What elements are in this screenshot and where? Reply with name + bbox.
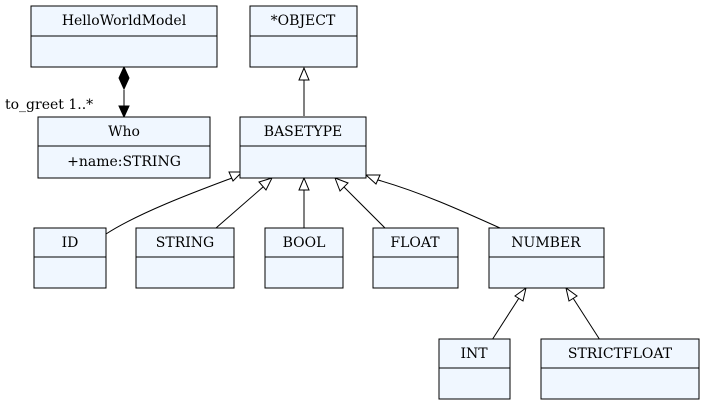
inheritance-basetype-object [298,66,310,116]
class-strictfloat: STRICTFLOAT [540,338,700,400]
composition-edge [118,65,130,119]
class-basetype: BASETYPE [239,116,367,179]
composition-arrowhead [118,105,130,119]
class-int: INT [438,338,511,400]
class-string: STRING [135,227,235,289]
class-name: FLOAT [390,235,440,251]
class-name: BASETYPE [264,124,342,140]
class-name: STRICTFLOAT [568,346,673,362]
composition-diamond [118,65,130,91]
inheritance-float-basetype [334,177,386,229]
class-name: *OBJECT [271,13,336,29]
inheritance-bool-basetype [298,176,310,228]
inheritance-int-number [491,286,527,341]
inheritance-string-basetype [215,177,273,229]
class-number: NUMBER [488,227,605,289]
class-name: INT [460,346,488,362]
class-bool: BOOL [264,227,344,289]
class-who: Who +name:STRING [37,116,211,179]
class-attribute: +name:STRING [67,154,181,170]
class-name: NUMBER [511,235,581,251]
class-float: FLOAT [372,227,459,289]
class-name: BOOL [283,235,326,251]
class-helloworldmodel: HelloWorldModel [30,5,218,68]
inheritance-strictfloat-number [565,286,601,341]
inheritance-number-basetype [364,174,501,229]
class-name: ID [62,235,79,251]
class-name: Who [108,124,140,140]
class-id: ID [33,227,107,289]
class-name: HelloWorldModel [62,13,187,29]
composition-label: to_greet 1..* [5,97,93,113]
inheritance-id-basetype [105,171,244,235]
class-name: STRING [156,235,214,251]
class-object: *OBJECT [249,5,358,68]
